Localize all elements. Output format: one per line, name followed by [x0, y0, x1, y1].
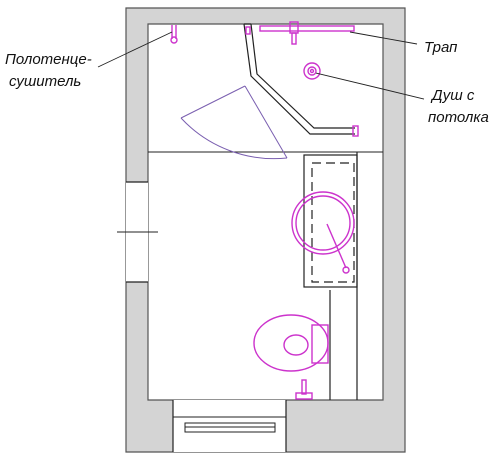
- wall-outlet: [295, 379, 313, 400]
- washer-drum: [291, 191, 355, 255]
- toilet-bowl-inner: [283, 334, 309, 356]
- toilet-bowl-outer: [253, 314, 329, 372]
- door-bottom-sill: [184, 422, 276, 433]
- leader-lines: [97, 31, 425, 100]
- towel-dryer: [170, 25, 178, 44]
- label-ceiling-shower-line2: потолка: [428, 109, 489, 126]
- leader-drain: [349, 31, 418, 45]
- label-ceiling-shower-line1: Душ с: [430, 87, 475, 104]
- shower-door-leaf: [180, 85, 246, 119]
- ceiling-shower-head: [303, 62, 321, 80]
- label-drain: Трап: [424, 39, 457, 56]
- shower-enclosure: [148, 23, 383, 153]
- shower-post-top: [245, 26, 251, 35]
- door-bottom-opening: [173, 400, 286, 452]
- walls: [125, 7, 406, 453]
- shower-glass-outer: [243, 23, 355, 135]
- shower-post-right: [352, 125, 359, 137]
- shower-door-swing: [180, 85, 288, 160]
- leader-towel-dryer: [97, 31, 173, 68]
- shower-mixer-stem: [291, 32, 297, 45]
- toilet-tank: [311, 324, 329, 364]
- shower-door-arc: [180, 117, 288, 160]
- label-towel-dryer-line1: Полотенце-: [5, 51, 92, 68]
- shower-rail: [259, 21, 355, 45]
- shower-rail-bar: [259, 25, 355, 32]
- shower-glass-inner: [250, 23, 355, 129]
- washing-machine: [291, 154, 358, 288]
- toilet: [253, 314, 329, 372]
- wall-outer: [125, 7, 406, 453]
- door-bottom: [172, 400, 287, 452]
- washer-door-handle: [326, 223, 347, 269]
- washer-body: [303, 154, 358, 288]
- washer-dashed-outline: [311, 162, 355, 283]
- label-towel-dryer-line2: сушитель: [9, 73, 81, 90]
- leader-ceiling-shower: [315, 72, 425, 100]
- window-left: [117, 181, 158, 283]
